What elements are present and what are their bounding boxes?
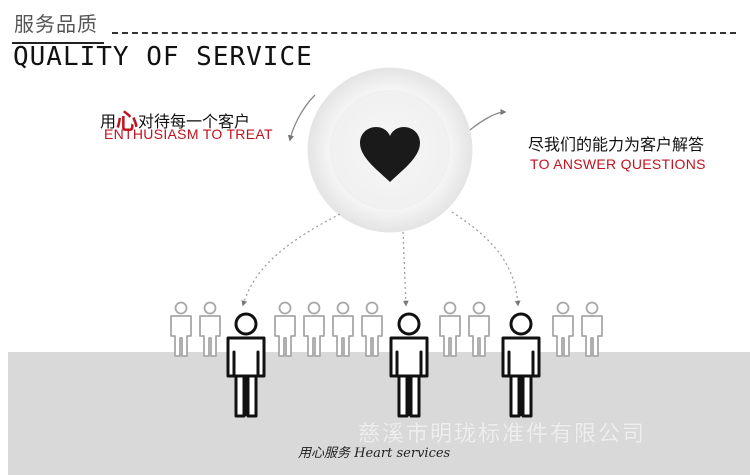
- caption-left-en: ENTHUSIASM TO TREAT: [104, 126, 273, 142]
- caption-left-accent: 心: [116, 110, 139, 135]
- person-icon: [226, 312, 266, 418]
- page-title-en: QUALITY OF SERVICE: [13, 42, 313, 72]
- arrow-down-center: [402, 231, 409, 307]
- arrow-right-curve: [469, 108, 507, 131]
- arrow-down-right: [451, 211, 521, 307]
- heart-icon: [360, 127, 420, 182]
- company-watermark: 慈溪市明珑标准件有限公司: [358, 422, 647, 447]
- caption-left-cn: 用心对待每一个客户: [100, 102, 251, 135]
- arrow-down-left: [241, 213, 341, 307]
- caption-right-cn: 尽我们的能力为客户解答: [528, 135, 705, 154]
- header-solid-divider: [12, 42, 104, 44]
- bottom-label: 用心服务 Heart services: [298, 446, 451, 461]
- ground-band: [8, 352, 750, 475]
- header-dashed-divider: [112, 32, 736, 34]
- caption-left-suffix: 对待每一个客户: [138, 112, 251, 131]
- page-title-cn: 服务品质: [14, 12, 98, 36]
- arrow-left-curve: [287, 94, 316, 142]
- person-icon: [389, 312, 429, 418]
- caption-right-en: TO ANSWER QUESTIONS: [530, 156, 706, 172]
- caption-left-prefix: 用: [100, 112, 117, 131]
- person-icon: [501, 312, 541, 418]
